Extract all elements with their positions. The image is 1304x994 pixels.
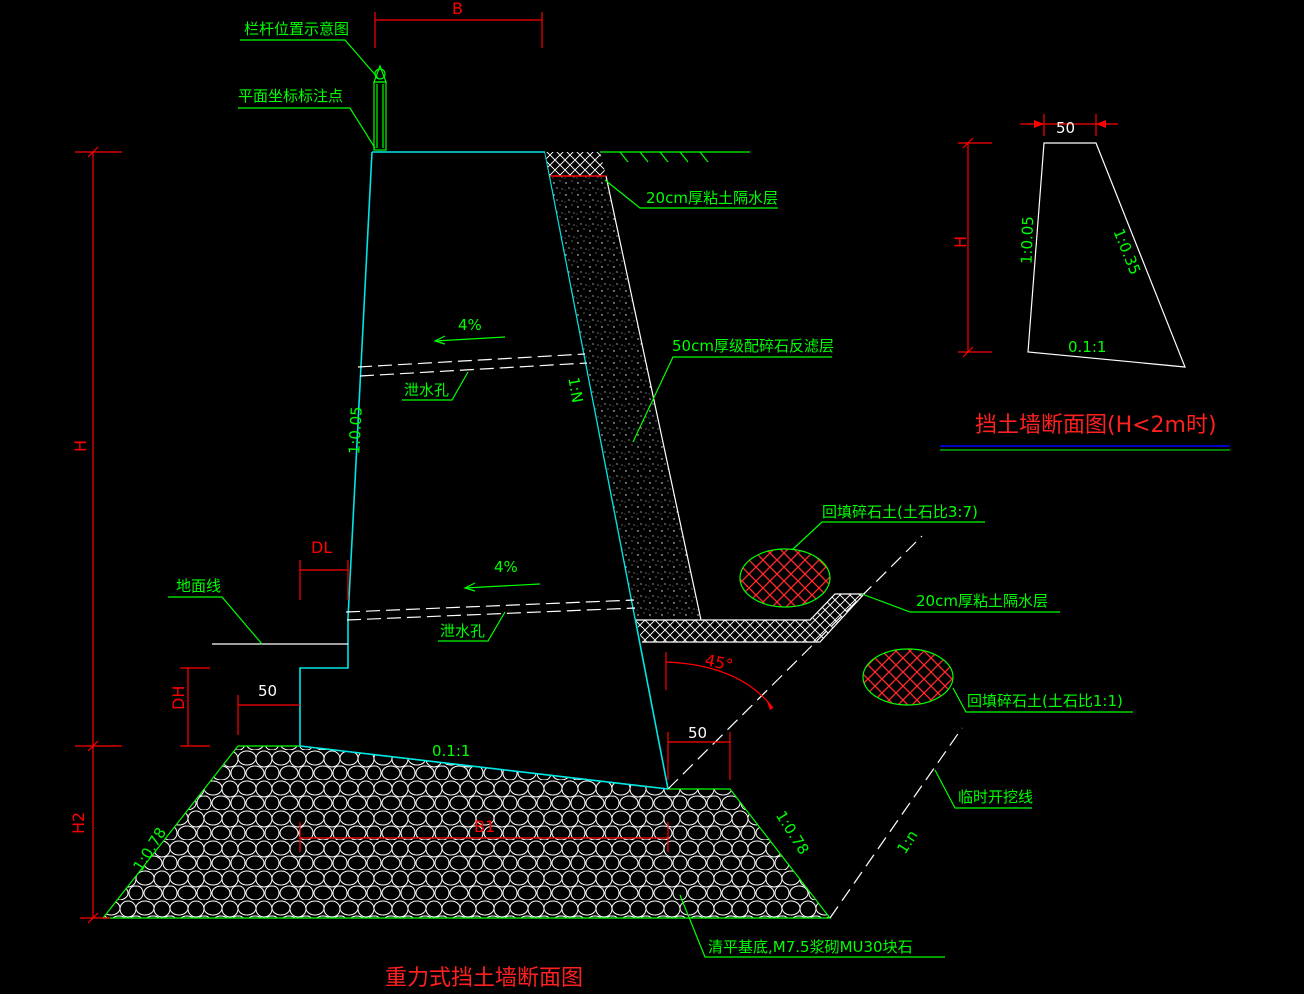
label-dim-50-left: 50 — [258, 682, 277, 700]
main-title: 重力式挡土墙断面图 — [385, 966, 583, 991]
label-slope-drain-upper: 4% — [458, 316, 482, 334]
small-dimension-50 — [1020, 114, 1118, 136]
angle-45-marker — [665, 652, 774, 710]
label-dim-DL: DL — [311, 538, 332, 557]
label-railing: 栏杆位置示意图 — [244, 20, 349, 38]
label-dim-B1: B1 — [474, 817, 495, 836]
wall-body — [299, 151, 669, 790]
ground-surface-top — [600, 151, 750, 163]
leader-lines — [168, 39, 1133, 958]
small-dimension-H — [958, 137, 992, 358]
drain-hole-upper — [357, 353, 588, 377]
label-small-slope-base: 0.1:1 — [1068, 338, 1106, 356]
label-filter-layer: 50cm厚级配碎石反滤层 — [672, 337, 834, 355]
label-backfill-37: 回填碎石土(土石比3:7) — [822, 503, 978, 521]
dimension-H2 — [80, 746, 110, 924]
label-dim-H: H — [71, 440, 90, 452]
label-dim-B: B — [452, 0, 463, 18]
label-coord-point: 平面坐标标注点 — [238, 87, 343, 105]
label-backfill-11: 回填碎石土(土石比1:1) — [967, 692, 1123, 710]
label-slope-excavation: 1:n — [893, 827, 921, 857]
label-slope-back: 1:N — [564, 376, 586, 405]
dimension-B1 — [299, 822, 669, 852]
label-slope-front: 1:0.05 — [345, 406, 365, 455]
excavation-line — [667, 535, 963, 919]
label-small-dim-H: H — [951, 236, 970, 248]
label-clay-top: 20cm厚粘土隔水层 — [646, 189, 778, 207]
label-ground-line: 地面线 — [176, 577, 221, 595]
dimension-50-left — [237, 695, 300, 735]
label-small-slope-front: 1:0.05 — [1018, 216, 1038, 265]
dimension-DL — [299, 560, 349, 600]
slope-arrow-lower — [463, 582, 541, 592]
label-clay-mid: 20cm厚粘土隔水层 — [916, 592, 1048, 610]
slope-arrow-upper — [433, 335, 506, 345]
railing-post — [373, 64, 387, 151]
label-angle-45: 45° — [703, 650, 735, 674]
dimension-DH — [180, 667, 210, 747]
clay-mid-layer — [636, 593, 866, 643]
label-dim-H2: H2 — [69, 812, 88, 834]
small-wall-section — [1027, 142, 1186, 368]
dimension-50-right — [667, 732, 731, 780]
label-dim-50-right: 50 — [688, 724, 707, 742]
backfill-ellipse-11 — [862, 648, 954, 706]
small-title-underline — [940, 445, 1230, 451]
backfill-ellipse-37 — [739, 548, 831, 608]
label-drain-hole-upper: 泄水孔 — [404, 381, 449, 399]
label-dim-DH: DH — [169, 686, 188, 710]
small-title: 挡土墙断面图(H<2m时) — [975, 413, 1217, 438]
drain-hole-lower — [345, 599, 636, 621]
label-slope-drain-lower: 4% — [494, 558, 518, 576]
label-foundation: 清平基底,M7.5浆砌MU30块石 — [708, 938, 913, 956]
label-small-dim-50: 50 — [1056, 119, 1075, 137]
foundation-block — [101, 745, 832, 919]
label-drain-hole-lower: 泄水孔 — [440, 622, 485, 640]
dimension-B — [374, 12, 543, 48]
label-slope-base: 0.1:1 — [432, 742, 470, 760]
clay-top-layer — [545, 152, 606, 177]
label-temp-excavation: 临时开挖线 — [958, 788, 1033, 806]
